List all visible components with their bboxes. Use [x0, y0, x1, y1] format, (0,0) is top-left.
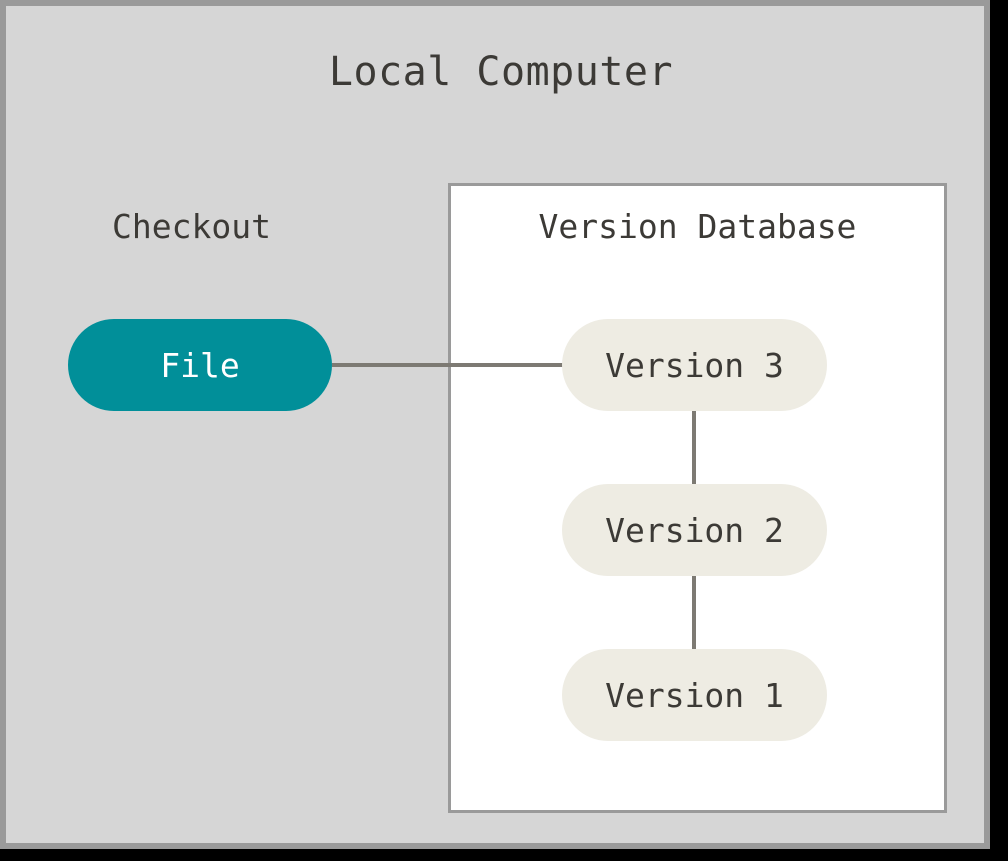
node-version-2[interactable]: Version 2: [562, 484, 827, 576]
edge-version2-to-version1: [692, 571, 696, 653]
node-version-3[interactable]: Version 3: [562, 319, 827, 411]
node-file[interactable]: File: [68, 319, 332, 411]
node-version-1[interactable]: Version 1: [562, 649, 827, 741]
checkout-label: Checkout: [112, 207, 271, 246]
version-database-title: Version Database: [538, 207, 857, 246]
edge-version3-to-version2: [692, 406, 696, 488]
local-computer-container: Local Computer Checkout Version Database…: [0, 0, 990, 849]
page-title: Local Computer: [328, 49, 674, 95]
edge-file-to-version3: [332, 363, 570, 367]
